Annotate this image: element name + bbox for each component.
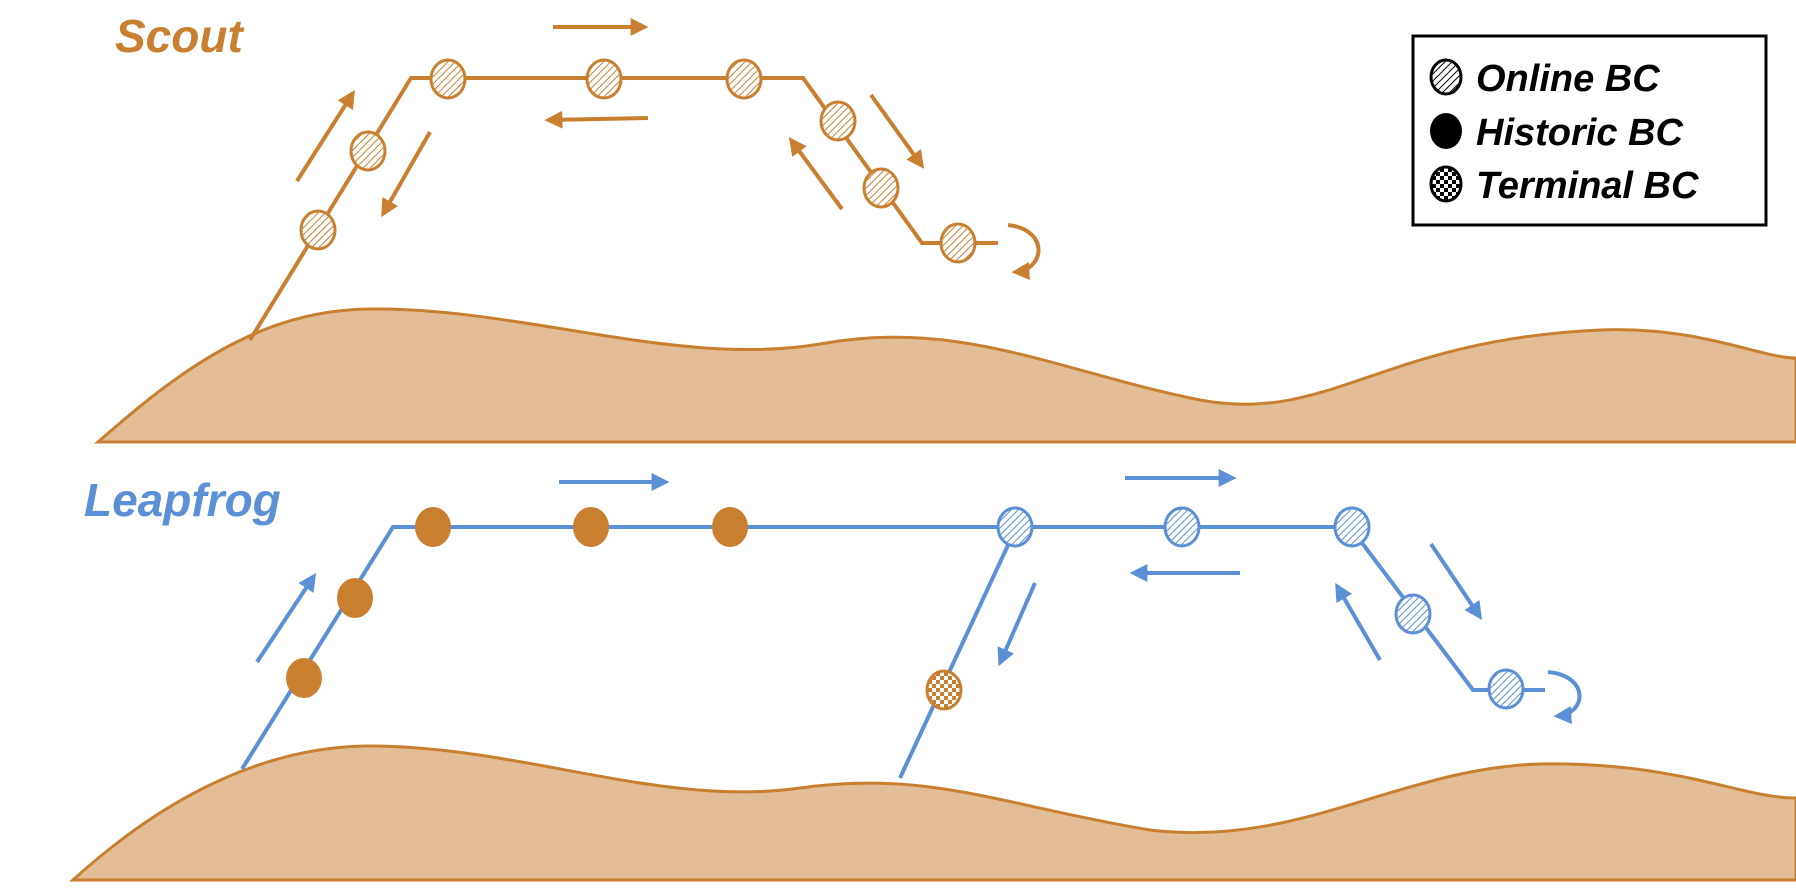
leapfrog-path [240,525,1545,771]
historic-bc-node [712,507,748,547]
arrow-icon [1429,542,1483,620]
online-bc-node [862,167,900,209]
legend-box [1411,34,1768,227]
legend: Online BC Historic BC Terminal BC [1411,34,1768,227]
arrow-icon [381,131,432,218]
scout-terrain [94,307,1796,444]
legend-item-online-bc: Online BC [1429,58,1660,100]
online-bc-node [1163,506,1201,548]
legend-item-historic-bc: Historic BC [1430,112,1683,154]
arrow-icon [544,110,649,129]
arrow-icon [255,572,316,664]
arrow-icon [869,93,925,169]
arrow-icon [788,137,844,211]
online-bc-node [349,130,387,172]
online-bc-node [585,58,623,100]
scout-online-bc-nodes [299,58,977,264]
online-bc-node [1333,506,1371,548]
historic-bc-node [337,578,373,618]
historic-bc-node [573,507,609,547]
terminal-bc-node [925,669,963,711]
scout-title: Scout [115,10,244,62]
online-bc-node [299,209,337,251]
hatched-circle-icon [1429,58,1463,96]
loop-arrow-icon [1007,223,1041,281]
online-bc-node [819,100,857,142]
historic-bc-node [415,507,451,547]
arrow-icon [997,582,1037,667]
loop-arrow-icon [1547,670,1582,725]
arrow-icon [1335,582,1382,662]
legend-label: Historic BC [1476,112,1683,154]
legend-item-terminal-bc: Terminal BC [1429,165,1699,207]
leapfrog-panel: Leapfrog [69,469,1796,882]
historic-bc-node [286,658,322,698]
leapfrog-branch-path [898,529,1017,779]
filled-circle-icon [1430,113,1462,149]
scout-panel: Scout [94,10,1796,444]
online-bc-node [996,506,1034,548]
leapfrog-title: Leapfrog [84,474,281,526]
leapfrog-terrain [69,744,1796,882]
online-bc-node [939,222,977,264]
online-bc-node [429,58,467,100]
leapfrog-historic-bc-nodes [286,507,748,698]
online-bc-node [1394,593,1432,635]
legend-label: Terminal BC [1476,165,1699,207]
leapfrog-online-bc-nodes [996,506,1525,710]
arrow-icon [295,89,355,183]
leapfrog-direction-arrows [255,469,1582,725]
online-bc-node [1487,668,1525,710]
online-bc-node [725,58,763,100]
legend-label: Online BC [1476,58,1660,100]
scout-direction-arrows [295,18,1041,281]
checkered-circle-icon [1429,165,1463,203]
